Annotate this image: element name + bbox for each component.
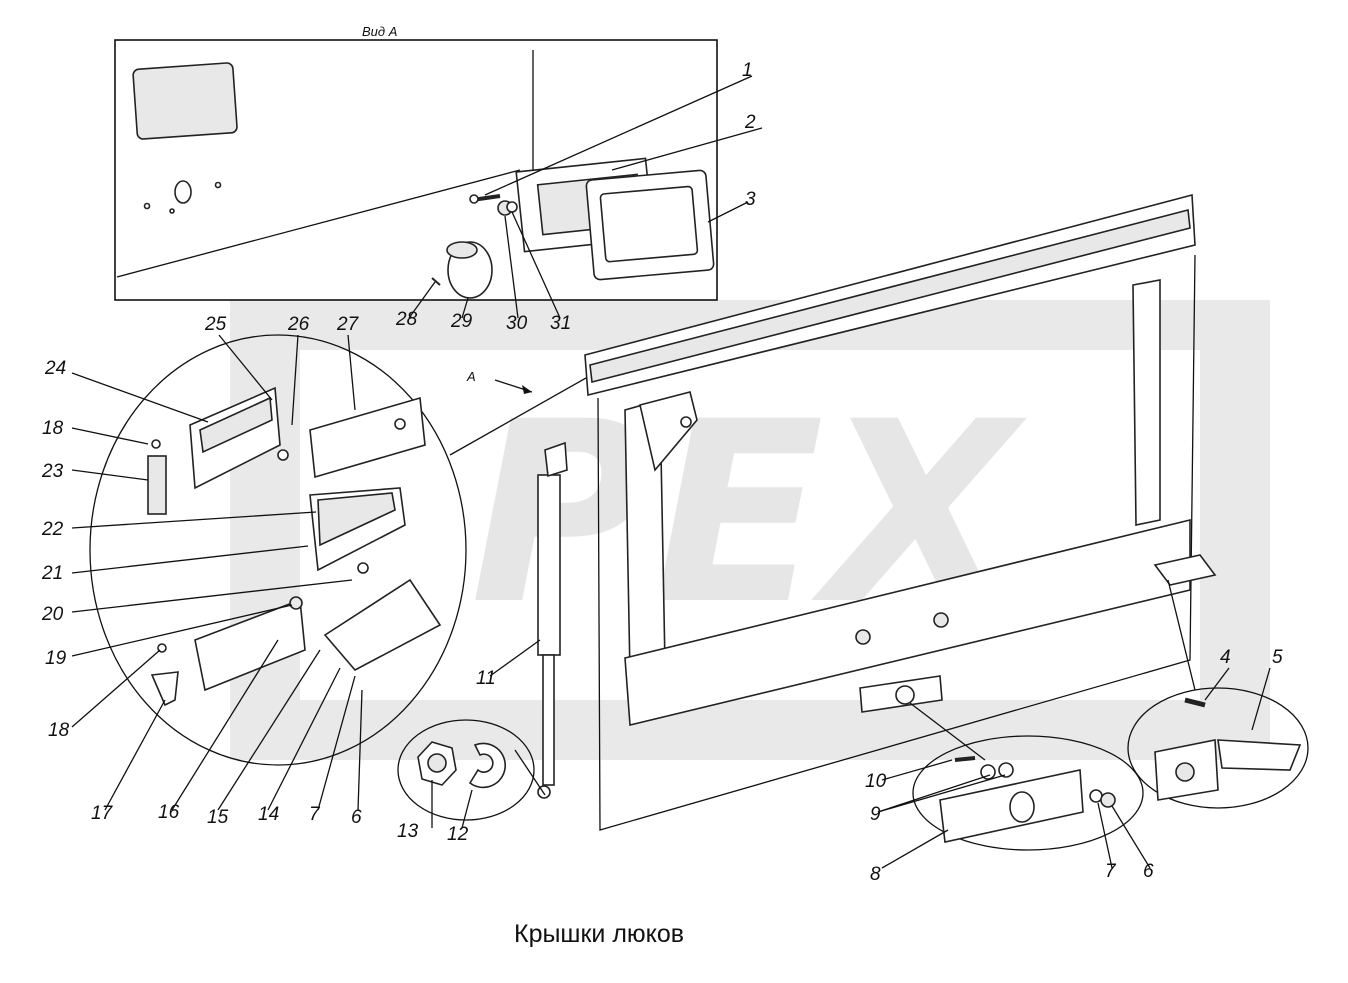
callout-9: 9 [870, 804, 881, 825]
callout-25: 25 [204, 314, 227, 335]
watermark-gear [230, 300, 1270, 760]
gas-spring [537, 441, 568, 799]
callout-31: 31 [550, 313, 571, 334]
callout-7: 7 [309, 804, 321, 825]
inset-hole [174, 180, 192, 204]
callout-14: 14 [258, 804, 279, 825]
figure-caption: Крышки люков [514, 920, 684, 948]
callout-18: 18 [42, 418, 64, 439]
callout-16: 16 [158, 802, 180, 823]
callout-18b: 18 [48, 720, 70, 741]
callout-15: 15 [207, 807, 229, 828]
callout-12: 12 [447, 824, 469, 845]
callout-6: 6 [351, 807, 362, 828]
callout-17: 17 [91, 803, 114, 824]
detail-circle-latch [909, 702, 1144, 851]
callout-21: 21 [41, 563, 63, 584]
callout-6b: 6 [1143, 861, 1154, 882]
callout-22: 22 [41, 519, 64, 540]
callout-10: 10 [865, 771, 887, 792]
callout-4: 4 [1220, 647, 1231, 668]
callout-5: 5 [1272, 647, 1283, 668]
callout-1: 1 [742, 60, 753, 81]
detail-circle-hinge [1127, 579, 1309, 809]
callout-28: 28 [395, 309, 418, 330]
callout-13: 13 [397, 821, 419, 842]
callout-7b: 7 [1105, 861, 1117, 882]
callout-3: 3 [745, 189, 756, 210]
callout-20: 20 [41, 604, 64, 625]
callout-29: 29 [450, 311, 473, 332]
callout-8: 8 [870, 864, 881, 885]
view-marker: A [466, 369, 476, 384]
detail-circle-nut [397, 719, 546, 821]
callout-27: 27 [336, 314, 360, 335]
lock-washer-12 [468, 742, 506, 789]
detail-circle-left [89, 334, 587, 766]
callout-labels: 1 2 3 4 5 6 6 7 7 8 9 10 11 12 13 14 15 … [41, 60, 1283, 885]
view-a-label: Вид А [362, 24, 397, 39]
callout-26: 26 [287, 314, 310, 335]
hatch-cover-panel: A [466, 193, 1217, 831]
callout-19: 19 [45, 648, 67, 669]
callout-11: 11 [476, 668, 496, 689]
callout-2: 2 [744, 112, 756, 133]
view-a-inset: Вид А [114, 24, 718, 301]
leader-lines [71, 75, 1271, 869]
callout-23: 23 [41, 461, 64, 482]
inset-panel-window [132, 62, 238, 140]
callout-30: 30 [506, 313, 528, 334]
callout-24: 24 [44, 358, 66, 379]
